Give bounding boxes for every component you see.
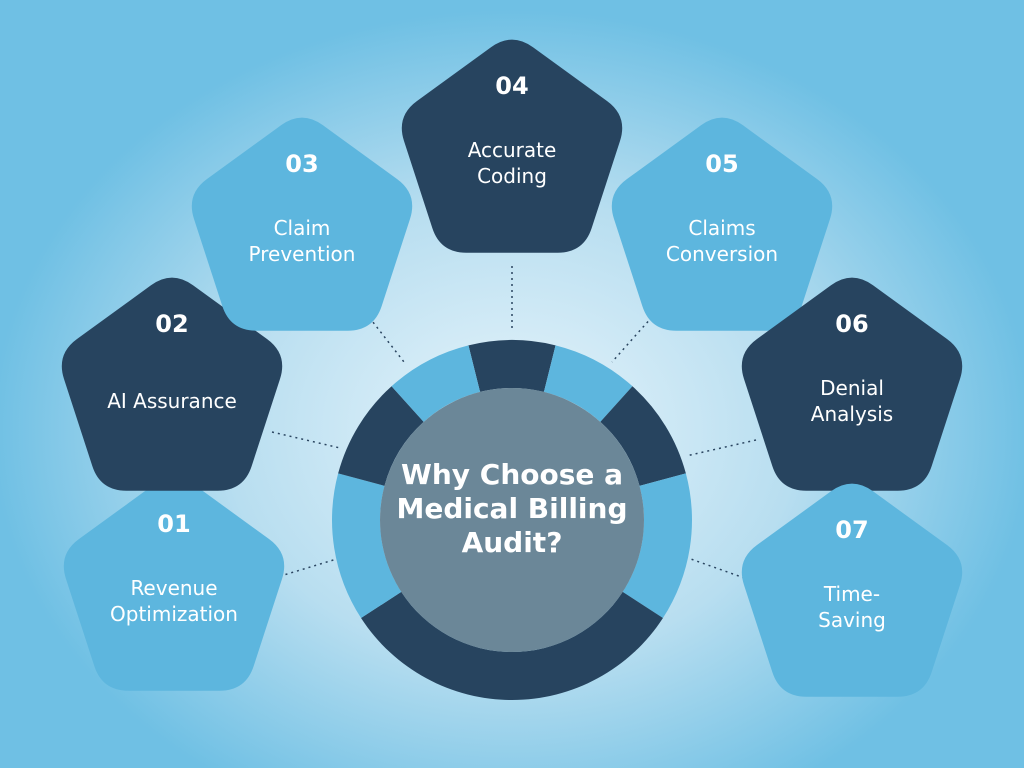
pentagon-shape [61,277,283,491]
benefit-number: 02 [155,310,188,338]
benefit-label-line: AI Assurance [107,389,237,413]
benefit-number: 03 [285,150,318,178]
benefit-number: 01 [157,510,190,538]
pentagon-shape [63,477,285,691]
pentagon-shape [741,277,963,491]
benefit-label-line: Coding [477,164,547,188]
benefit-label-line: Claims [688,216,755,240]
center-title-line-2: Medical Billing [396,492,627,525]
pentagon-shape [741,483,963,697]
ring-segment [361,591,663,700]
benefit-label-line: Analysis [811,402,893,426]
benefit-label-line: Optimization [110,602,238,626]
benefit-pentagon-02: 02 AI Assurance [61,277,283,491]
center-disc [380,388,644,652]
center-ring [332,340,692,700]
benefit-label-line: Saving [818,608,886,632]
ring-segment [600,386,686,486]
benefit-label-line: Revenue [130,576,217,600]
pentagon-shape [191,117,413,331]
connector-line [687,557,751,581]
ring-segment [391,345,481,422]
benefit-label-line: Prevention [249,242,356,266]
benefit-number: 05 [705,150,738,178]
ring-segment [332,473,402,619]
connector-line [271,431,341,449]
benefit-number: 07 [835,516,868,544]
benefit-number: 04 [495,72,528,100]
connector-line [685,439,757,457]
ring-segment [338,386,424,486]
benefit-label-line: Time- [823,582,880,606]
benefit-label-line: Conversion [666,242,778,266]
benefit-label-line: Denial [820,376,884,400]
ring-segment [468,340,556,392]
center-title-line-3: Audit? [462,526,563,559]
benefit-label-line: Accurate [468,138,557,162]
center-title-line-1: Why Choose a [401,458,623,491]
pentagon-shape [401,39,623,253]
pentagon-shape [611,117,833,331]
benefit-number: 06 [835,310,868,338]
ring-segment [543,345,633,422]
ring-segment [622,473,692,619]
benefit-label-line: Claim [274,216,331,240]
